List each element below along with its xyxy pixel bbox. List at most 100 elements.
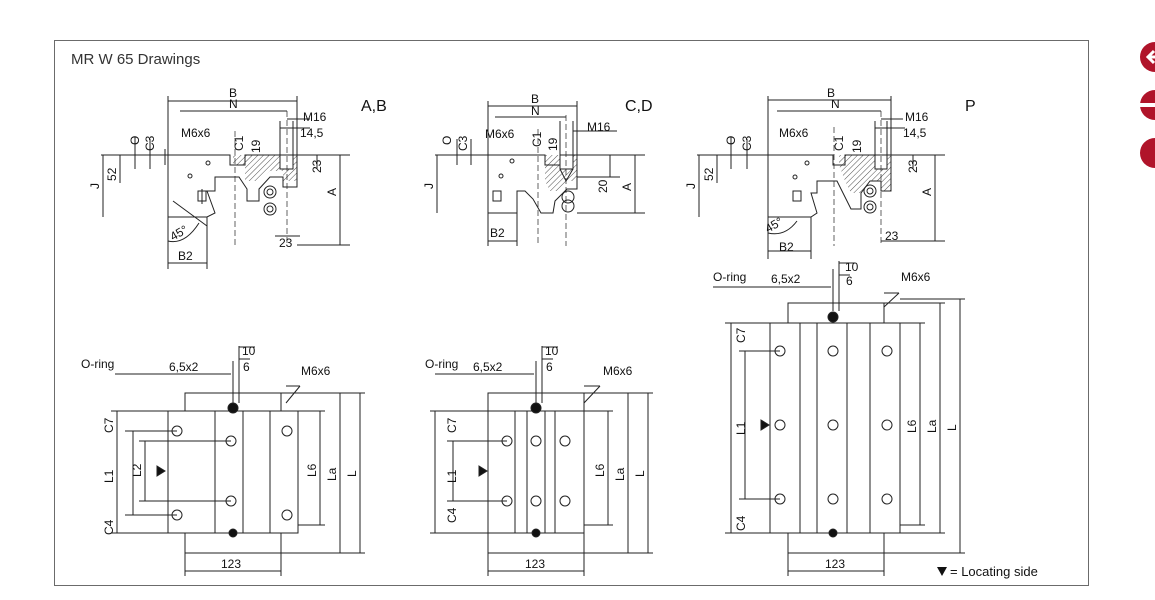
oring-label: O-ring bbox=[425, 357, 458, 371]
dim-c7: C7 bbox=[445, 417, 459, 433]
dim-la: La bbox=[325, 467, 339, 481]
dim-c1: C1 bbox=[832, 135, 846, 151]
dim-10: 10 bbox=[845, 260, 859, 274]
dim-6-5x2: 6,5x2 bbox=[771, 272, 801, 286]
dim-j: J bbox=[684, 183, 698, 189]
dim-6-5x2: 6,5x2 bbox=[473, 360, 503, 374]
dim-23-bottom: 23 bbox=[885, 229, 899, 243]
dim-c3: C3 bbox=[456, 135, 470, 151]
dim-l6: L6 bbox=[905, 419, 919, 433]
view-cd-section-labels: C,D B N M16 M6x6 O C3 C1 19 20 J A B2 bbox=[422, 92, 653, 240]
dim-52: 52 bbox=[105, 167, 119, 181]
dim-a: A bbox=[620, 183, 634, 191]
dim-l2: L2 bbox=[130, 463, 144, 477]
dim-l: L bbox=[945, 424, 959, 431]
dim-m6x6: M6x6 bbox=[603, 364, 633, 378]
locating-triangle-icon bbox=[937, 567, 947, 576]
dim-m6x6: M6x6 bbox=[901, 270, 931, 284]
view-p-label: P bbox=[965, 98, 976, 115]
view-cd-plan-labels: O-ring 6,5x2 10 6 M6x6 C7 L1 C4 L6 La L … bbox=[425, 344, 647, 571]
dim-45: 45° bbox=[168, 222, 191, 243]
dim-b: B bbox=[531, 92, 539, 106]
dim-20: 20 bbox=[596, 179, 610, 193]
dim-23-bottom: 23 bbox=[279, 236, 293, 250]
dim-n: N bbox=[229, 97, 238, 111]
dim-m6x6: M6x6 bbox=[485, 127, 515, 141]
view-p-plan-labels: O-ring 6,5x2 10 6 M6x6 C7 L1 C4 L6 La L … bbox=[713, 260, 959, 571]
dim-l6: L6 bbox=[593, 463, 607, 477]
panel-title: MR W 65 Drawings bbox=[71, 51, 201, 68]
dim-j: J bbox=[422, 183, 436, 189]
dim-o: O bbox=[724, 136, 738, 145]
dim-c1: C1 bbox=[232, 135, 246, 151]
dim-52: 52 bbox=[702, 167, 716, 181]
dim-c1: C1 bbox=[530, 131, 544, 147]
oring-label: O-ring bbox=[81, 357, 114, 371]
dim-o: O bbox=[128, 136, 142, 145]
dim-c4: C4 bbox=[734, 515, 748, 531]
dim-o: O bbox=[440, 136, 454, 145]
minus-icon-glyph bbox=[1140, 103, 1155, 107]
dim-c7: C7 bbox=[734, 327, 748, 343]
drawings-panel: MR W 65 Drawings bbox=[54, 40, 1089, 586]
view-ab-plan-labels: O-ring 6,5x2 10 6 M6x6 C7 L1 L2 C4 L6 La… bbox=[81, 344, 359, 571]
dim-m6x6: M6x6 bbox=[181, 126, 211, 140]
dim-m6x6: M6x6 bbox=[301, 364, 331, 378]
dim-19: 19 bbox=[850, 139, 864, 153]
dim-19: 19 bbox=[546, 137, 560, 151]
dim-l1: L1 bbox=[445, 469, 459, 483]
dim-l1: L1 bbox=[734, 421, 748, 435]
dim-c4: C4 bbox=[102, 519, 116, 535]
legend-text: = Locating side bbox=[950, 564, 1038, 579]
view-ab-section bbox=[101, 96, 350, 269]
dim-6: 6 bbox=[243, 360, 250, 374]
dim-14-5: 14,5 bbox=[903, 126, 927, 140]
view-cd-section bbox=[435, 101, 645, 246]
dim-n: N bbox=[831, 97, 840, 111]
dim-123: 123 bbox=[825, 557, 845, 571]
dim-b: B bbox=[827, 86, 835, 100]
dim-l6: L6 bbox=[305, 463, 319, 477]
dim-c7: C7 bbox=[102, 417, 116, 433]
dim-6: 6 bbox=[546, 360, 553, 374]
circle-icon[interactable] bbox=[1140, 138, 1155, 168]
dim-10: 10 bbox=[545, 344, 559, 358]
view-cd-label: C,D bbox=[625, 98, 653, 115]
dim-m6x6: M6x6 bbox=[779, 126, 809, 140]
dim-23-top: 23 bbox=[906, 159, 920, 173]
view-ab-label: A,B bbox=[361, 98, 387, 115]
dim-l1: L1 bbox=[102, 469, 116, 483]
dim-b2: B2 bbox=[490, 226, 505, 240]
dim-23-top: 23 bbox=[310, 159, 324, 173]
dim-c4: C4 bbox=[445, 507, 459, 523]
view-ab-plan bbox=[111, 346, 365, 576]
dim-b2: B2 bbox=[178, 249, 193, 263]
dim-m16: M16 bbox=[587, 120, 611, 134]
dim-123: 123 bbox=[221, 557, 241, 571]
arrow-left-icon[interactable] bbox=[1140, 42, 1155, 72]
locating-side-legend: = Locating side bbox=[937, 564, 1038, 579]
view-p-plan bbox=[713, 261, 965, 576]
dim-b: B bbox=[229, 86, 237, 100]
dim-a: A bbox=[920, 188, 934, 196]
dim-10: 10 bbox=[242, 344, 256, 358]
dim-c3: C3 bbox=[143, 135, 157, 151]
dim-l: L bbox=[633, 470, 647, 477]
dim-6-5x2: 6,5x2 bbox=[169, 360, 199, 374]
dim-la: La bbox=[613, 467, 627, 481]
dim-m16: M16 bbox=[303, 110, 327, 124]
dim-123: 123 bbox=[525, 557, 545, 571]
dim-6: 6 bbox=[846, 274, 853, 288]
dim-m16: M16 bbox=[905, 110, 929, 124]
dim-c3: C3 bbox=[740, 135, 754, 151]
dim-l: L bbox=[345, 470, 359, 477]
dim-b2: B2 bbox=[779, 240, 794, 254]
dim-a: A bbox=[325, 188, 339, 196]
view-cd-plan bbox=[430, 346, 653, 576]
arrow-left-icon-glyph bbox=[1145, 49, 1155, 65]
dim-19: 19 bbox=[249, 139, 263, 153]
dim-j: J bbox=[88, 183, 102, 189]
view-p-section bbox=[697, 96, 945, 259]
dim-n: N bbox=[531, 104, 540, 118]
minus-icon[interactable] bbox=[1140, 90, 1155, 120]
